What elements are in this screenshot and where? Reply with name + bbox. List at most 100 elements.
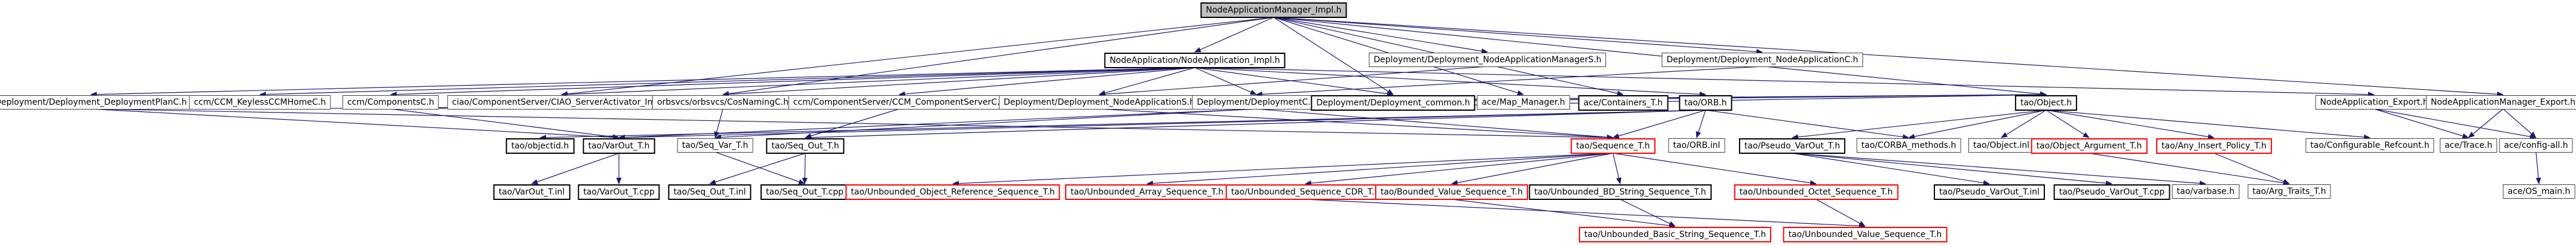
include-edge-object_h-to-pseudo_varout (1792, 110, 2047, 140)
include-edge-na_impl-to-ccm_csc (898, 67, 1195, 97)
include-edge-unb_cdr-to-unb_value (1305, 199, 1866, 229)
include-edge-dplanc-to-varout_t (90, 108, 620, 140)
graph-node-dep_common[interactable]: Deployment/Deployment_common.h (1311, 95, 1476, 111)
include-edge-sequence_t-to-unb_octet (1612, 153, 1817, 186)
graph-node-seq_out_inl[interactable]: tao/Seq_Out_T.inl (668, 184, 752, 201)
include-edge-na_impl-to-cosnaming (722, 67, 1195, 97)
graph-node-unb_bd_string[interactable]: tao/Unbounded_BD_String_Sequence_T.h (1529, 184, 1712, 201)
graph-node-orb_inl[interactable]: tao/ORB.inl (1668, 138, 1725, 153)
graph-node-arg_traits[interactable]: tao/Arg_Traits_T.h (2247, 184, 2331, 199)
graph-node-dep_nams[interactable]: Deployment/Deployment_NodeApplicationMan… (1369, 53, 1606, 68)
graph-node-root: NodeApplicationManager_Impl.h (1200, 2, 1347, 19)
include-edge-seq_out_t-to-seq_out_inl (709, 153, 806, 185)
graph-node-trace[interactable]: ace/Trace.h (2439, 138, 2498, 153)
include-edge-na_export-to-config_all (2373, 108, 2537, 139)
graph-node-dplanc[interactable]: Deployment/Deployment_DeploymentPlanC.h (0, 95, 192, 110)
graph-node-pseudo_varout[interactable]: tao/Pseudo_VarOut_T.h (1738, 138, 1846, 154)
include-edge-na_impl-to-componentsc (390, 67, 1195, 98)
graph-node-unb_basic_string[interactable]: tao/Unbounded_Basic_String_Sequence_T.h (1578, 227, 1772, 243)
graph-node-seq_var_t[interactable]: tao/Seq_Var_T.h (677, 138, 753, 153)
graph-node-sequence_t[interactable]: tao/Sequence_T.h (1571, 138, 1655, 154)
include-edge-componentsc-to-varout_t (390, 108, 620, 140)
include-edge-ccm_csc-to-seq_out_t (805, 108, 900, 139)
graph-node-unb_octet[interactable]: tao/Unbounded_Octet_Sequence_T.h (1734, 184, 1899, 201)
graph-node-seq_out_cpp[interactable]: tao/Seq_Out_T.cpp (760, 184, 849, 201)
include-edge-sequence_t-to-bounded_value (1451, 153, 1614, 186)
graph-node-varbase[interactable]: tao/varbase.h (2172, 184, 2240, 199)
include-edge-object_h-to-obj_arg_t (2046, 110, 2090, 138)
graph-node-orb_h[interactable]: tao/ORB.h (1679, 95, 1732, 111)
include-edge-dep_nac-to-deploymentc (1256, 66, 1763, 97)
graph-node-unb_value[interactable]: tao/Unbounded_Value_Sequence_T.h (1783, 227, 1948, 243)
include-edge-object_h-to-conf_refcount (2046, 110, 2370, 140)
include-edge-unb_bd_string-to-unb_basic_string (1620, 199, 1676, 227)
graph-node-conf_refcount[interactable]: tao/Configurable_Refcount.h (2305, 138, 2434, 153)
include-edge-na_impl-to-keyless (259, 67, 1195, 98)
graph-node-unb_array[interactable]: tao/Unbounded_Array_Sequence_T.h (1065, 184, 1229, 201)
include-edge-na_impl-to-orb_h (1194, 67, 1706, 97)
graph-node-varout_cpp[interactable]: tao/VarOut_T.cpp (578, 184, 660, 201)
graph-node-object_h[interactable]: tao/Object.h (2014, 95, 2078, 111)
graph-node-config_all[interactable]: ace/config-all.h (2499, 138, 2573, 153)
include-edge-bounded_value-to-unb_basic_string (1451, 199, 1676, 229)
include-edge-sequence_t-to-unb_bd_string (1612, 153, 1622, 184)
graph-node-objectid[interactable]: tao/objectid.h (505, 138, 575, 154)
include-edge-deploymentc-to-seq_var_t (714, 108, 1257, 140)
graph-node-na_impl[interactable]: NodeApplication/NodeApplication_Impl.h (1104, 53, 1286, 69)
graph-node-any_insert[interactable]: tao/Any_Insert_Policy_T.h (2156, 138, 2272, 154)
graph-node-seq_out_t[interactable]: tao/Seq_Out_T.h (766, 138, 845, 154)
include-edge-dplanc-to-sequence_t (90, 108, 1614, 141)
graph-node-object_inl[interactable]: tao/Object.inl (1968, 138, 2035, 153)
graph-node-varout_t[interactable]: tao/VarOut_T.h (582, 138, 655, 154)
graph-node-ciao_sa[interactable]: ciao/ComponentServer/CIAO_ServerActivato… (447, 95, 676, 110)
graph-node-na_export[interactable]: NodeApplication_Export.h (2315, 95, 2433, 110)
include-edge-unb_octet-to-unb_value (1816, 199, 1866, 227)
include-edge-deploymentc-to-sequence_t (1256, 108, 1614, 140)
graph-node-unb_cdr[interactable]: tao/Unbounded_Sequence_CDR_T.h (1225, 184, 1385, 201)
graph-node-deploymentc[interactable]: Deployment/DeploymentC.h (1192, 95, 1321, 110)
graph-node-dep_nas[interactable]: Deployment/Deployment_NodeApplicationS.h (999, 95, 1200, 110)
graph-node-pseudo_inl[interactable]: tao/Pseudo_VarOut_T.inl (1934, 184, 2045, 201)
include-edge-orb_h-to-objectid (539, 110, 1706, 141)
include-edge-obj_arg_t-to-arg_traits (2089, 153, 2290, 186)
graph-node-bounded_value[interactable]: tao/Bounded_Value_Sequence_T.h (1375, 184, 1529, 201)
include-edge-dep_nas-to-sequence_t (1099, 108, 1614, 140)
include-edge-root-to-dep_nac (1273, 17, 1763, 54)
include-edge-pseudo_varout-to-pseudo_inl (1792, 153, 1990, 186)
include-edge-na_impl-to-na_export (1194, 67, 2375, 98)
graph-node-cosnaming[interactable]: orbsvcs/orbsvcs/CosNamingC.h (652, 95, 794, 110)
graph-node-ccm_csc[interactable]: ccm/ComponentServer/CCM_ComponentServerC… (788, 95, 1010, 110)
include-edge-cosnaming-to-seq_var_t (714, 108, 723, 138)
include-edge-na_export-to-trace (2373, 108, 2469, 139)
graph-node-pseudo_cpp[interactable]: tao/Pseudo_VarOut_T.cpp (2053, 184, 2170, 201)
graph-node-nam_export[interactable]: NodeApplicationManager_Export.h (2425, 95, 2576, 110)
include-edge-varout_t-to-varout_inl (531, 153, 620, 184)
include-edge-any_insert-to-arg_traits (2213, 153, 2290, 184)
include-edge-object_h-to-corba_methods (1908, 110, 2047, 139)
include-edge-orb_h-to-orb_inl (1695, 110, 1706, 138)
graph-node-map_manager[interactable]: ace/Map_Manager.h (1477, 95, 1570, 110)
include-edge-orb_h-to-varout_t (618, 110, 1706, 141)
graph-node-dep_nac[interactable]: Deployment/Deployment_NodeApplicationC.h (1661, 53, 1863, 68)
include-edge-na_impl-to-ciao_sa (561, 67, 1195, 98)
graph-node-containers_t[interactable]: ace/Containers_T.h (1578, 95, 1669, 111)
include-edge-dep_nams-to-dep_nas (1099, 66, 1488, 97)
graph-node-keyless[interactable]: ccm/CCM_KeylessCCMHomeC.h (189, 95, 331, 110)
include-edge-object_h-to-any_insert (2046, 110, 2215, 139)
graph-node-unb_objref[interactable]: tao/Unbounded_Object_Reference_Sequence_… (845, 184, 1060, 201)
graph-node-corba_methods[interactable]: tao/CORBA_methods.h (1856, 138, 1961, 153)
include-edge-nam_export-to-config_all (2503, 108, 2537, 138)
include-edge-deploymentc-to-varout_t (618, 108, 1257, 141)
graph-node-componentsc[interactable]: ccm/ComponentsC.h (342, 95, 439, 110)
include-edge-object_h-to-object_inl (2001, 110, 2047, 138)
graph-node-obj_arg_t[interactable]: tao/Object_Argument_T.h (2031, 138, 2148, 154)
include-edge-pseudo_varout-to-varbase (1792, 153, 2206, 186)
include-edge-na_impl-to-deploymentc (1194, 67, 1257, 95)
graph-node-varout_inl[interactable]: tao/VarOut_T.inl (493, 184, 571, 201)
include-edge-orb_h-to-sequence_t (1612, 110, 1706, 139)
include-edge-seq_var_t-to-seq_out_cpp (714, 151, 805, 184)
include-edge-nam_export-to-trace (2468, 108, 2504, 138)
graph-node-os_main[interactable]: ace/OS_main.h (2503, 184, 2575, 199)
